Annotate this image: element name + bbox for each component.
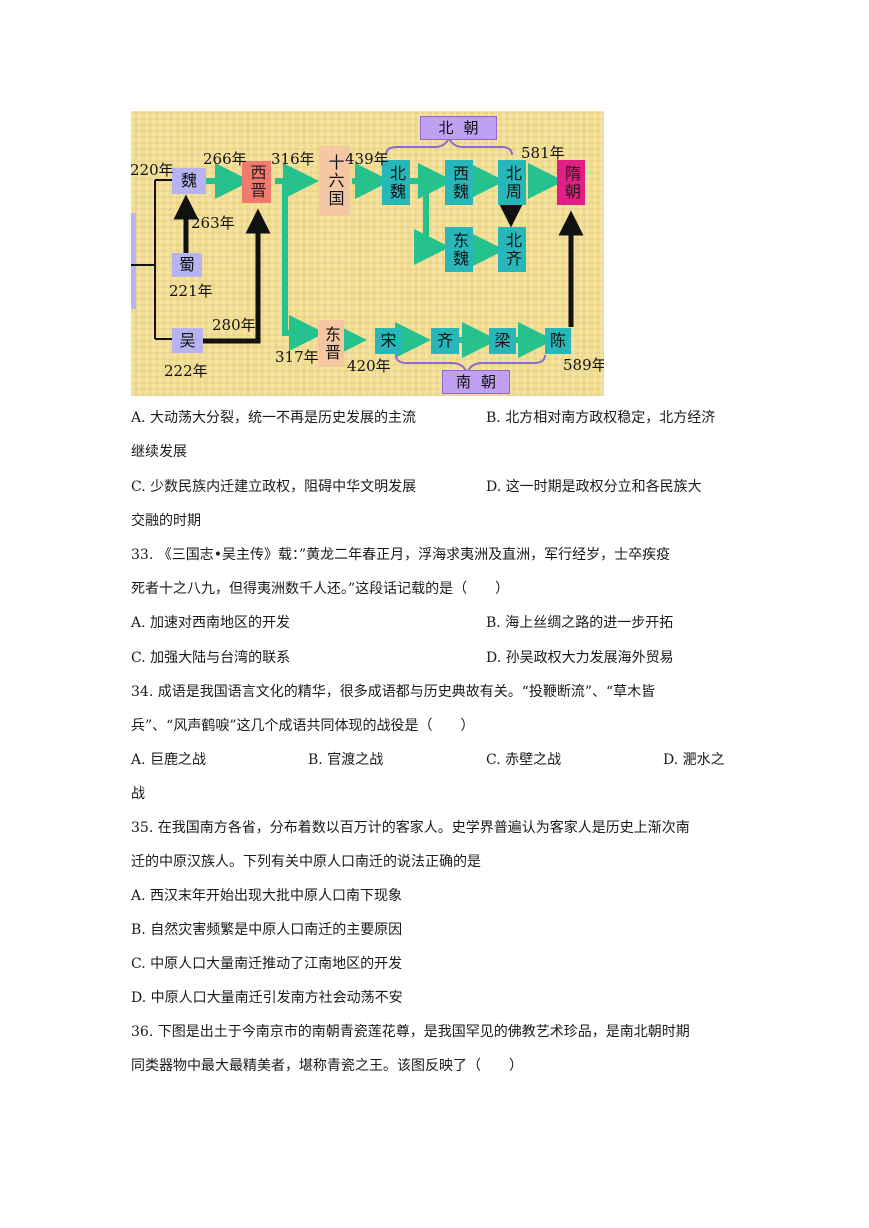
q32-option-d-continued: 交融的时期 xyxy=(131,513,201,529)
node-wu: 吴 xyxy=(172,328,203,353)
q33-option-b: B. 海上丝绸之路的进一步开拓 xyxy=(486,615,674,631)
node-beiqi: 北齐 xyxy=(498,227,526,272)
q36-stem-line2: 同类器物中最大最精美者，堪称青瓷之王。该图反映了（ ） xyxy=(131,1058,523,1074)
label-nanchao: 南朝 xyxy=(442,370,510,394)
dynasty-flow-diagram: 魏 蜀 吴 西晋 十六国 北魏 西魏 北周 隋朝 东魏 北齐 东晋 宋 齐 梁 … xyxy=(131,111,604,396)
arrow-wu-to-xijin xyxy=(203,208,271,344)
year-439: 439年 xyxy=(345,150,389,168)
node-liang: 梁 xyxy=(489,328,516,354)
three-kingdoms-bracket xyxy=(131,179,172,340)
year-222: 222年 xyxy=(164,362,208,380)
year-581: 581年 xyxy=(521,144,565,162)
node-dongwei: 东魏 xyxy=(445,227,473,272)
year-316: 316年 xyxy=(271,150,315,168)
q36-stem-line1: 36. 下图是出土于今南京市的南朝青瓷莲花尊，是我国罕见的佛教艺术珍品，是南北朝… xyxy=(131,1024,690,1040)
q34-option-b: B. 官渡之战 xyxy=(308,752,384,768)
node-beiwei: 北魏 xyxy=(382,160,410,205)
q35-option-a: A. 西汉末年开始出现大批中原人口南下现象 xyxy=(131,888,403,904)
q32-option-c: C. 少数民族内迁建立政权，阻碍中华文明发展 xyxy=(131,479,417,495)
node-chen: 陈 xyxy=(545,328,571,354)
node-qi: 齐 xyxy=(431,328,459,354)
q34-stem-line2: 兵”、“风声鹤唳”这几个成语共同体现的战役是（ ） xyxy=(131,718,475,734)
q34-option-d: D. 淝水之 xyxy=(663,752,725,768)
q33-option-c: C. 加强大陆与台湾的联系 xyxy=(131,650,291,666)
year-280: 280年 xyxy=(212,316,256,334)
q35-stem-line1: 35. 在我国南方各省，分布着数以百万计的客家人。史学界普遍认为客家人是历史上渐… xyxy=(131,820,690,836)
q33-stem-line2: 死者十之八九，但得夷洲数千人还。”这段话记载的是（ ） xyxy=(131,581,510,597)
node-shu: 蜀 xyxy=(172,253,202,277)
q34-option-a: A. 巨鹿之战 xyxy=(131,752,207,768)
q35-stem-line2: 迁的中原汉族人。下列有关中原人口南迁的说法正确的是 xyxy=(131,854,481,870)
left-edge-strip xyxy=(131,213,136,309)
q32-option-d: D. 这一时期是政权分立和各民族大 xyxy=(486,479,702,495)
q35-option-c: C. 中原人口大量南迁推动了江南地区的开发 xyxy=(131,956,403,972)
node-shiliuguo: 十六国 xyxy=(319,146,350,216)
q35-option-d: D. 中原人口大量南迁引发南方社会动荡不安 xyxy=(131,990,403,1006)
q35-option-b: B. 自然灾害频繁是中原人口南迁的主要原因 xyxy=(131,922,403,938)
label-beichao: 北朝 xyxy=(420,116,497,140)
q32-option-a: A. 大动荡大分裂，统一不再是历史发展的主流 xyxy=(131,410,417,426)
year-221: 221年 xyxy=(169,282,213,300)
q32-option-b-continued: 继续发展 xyxy=(131,444,187,460)
arrow-xijin-to-dongjin xyxy=(282,181,325,351)
q34-option-d-continued: 战 xyxy=(131,786,145,802)
q33-option-a: A. 加速对西南地区的开发 xyxy=(131,615,291,631)
year-420: 420年 xyxy=(347,357,391,375)
node-wei: 魏 xyxy=(172,168,206,194)
year-220: 220年 xyxy=(131,161,174,179)
arrow-beiwei-to-dongwei xyxy=(414,187,450,265)
year-317: 317年 xyxy=(275,348,319,366)
year-263: 263年 xyxy=(191,214,235,232)
node-suichao: 隋朝 xyxy=(557,160,585,205)
node-xijin: 西晋 xyxy=(242,161,271,203)
node-xiwei: 西魏 xyxy=(445,160,473,205)
q32-option-b: B. 北方相对南方政权稳定，北方经济 xyxy=(486,410,716,426)
node-dongjin: 东晋 xyxy=(318,320,344,367)
node-song: 宋 xyxy=(375,328,402,354)
year-589: 589年 xyxy=(563,356,604,374)
q33-option-d: D. 孙吴政权大力发展海外贸易 xyxy=(486,650,674,666)
node-beizhou: 北周 xyxy=(498,160,526,205)
q34-option-c: C. 赤壁之战 xyxy=(486,752,562,768)
beichao-brace xyxy=(385,135,513,156)
q33-stem-line1: 33. 《三国志•吴主传》载：”黄龙二年春正月，浮海求夷洲及直洲，军行经岁，士卒… xyxy=(131,547,671,563)
q34-stem-line1: 34. 成语是我国语言文化的精华，很多成语都与历史典故有关。“投鞭断流”、“草木… xyxy=(131,684,656,700)
year-266: 266年 xyxy=(203,150,247,168)
